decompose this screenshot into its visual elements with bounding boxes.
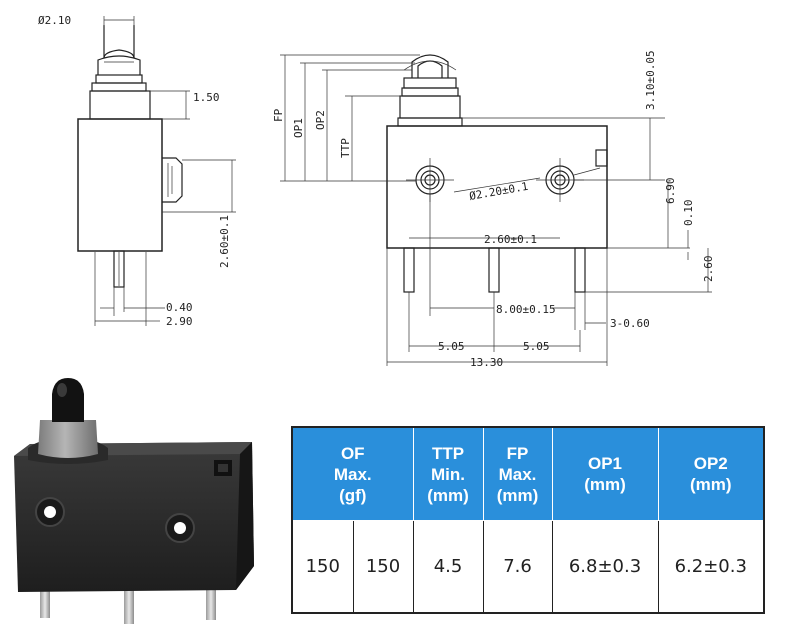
total-length-dim: 13.30 xyxy=(470,356,503,369)
terminal-pin xyxy=(40,578,50,618)
header-fp: FP Max. (mm) xyxy=(482,426,553,521)
header-ttp: TTP Min. (mm) xyxy=(412,426,484,521)
spec-value-row: 150 150 4.5 7.6 6.8±0.3 6.2±0.3 xyxy=(291,520,765,614)
hole-spacing-dim: 8.00±0.15 xyxy=(496,303,556,316)
terminal-pin xyxy=(124,582,134,624)
side-plunger-dia: Ø2.10 xyxy=(38,14,71,27)
value-fp: 7.6 xyxy=(482,520,553,614)
terminal-offset-dim: 0.10 xyxy=(682,200,695,227)
plunger-cap xyxy=(52,378,84,422)
pitch-right-dim: 5.05 xyxy=(523,340,550,353)
technical-drawing: Ø2.10 1.50 2.60±0.1 0.40 2.90 xyxy=(38,14,715,369)
op2-label: OP2 xyxy=(314,110,327,130)
spec-table: OF Max. (gf) TTP Min. (mm) FP Max. (mm) … xyxy=(291,426,766,614)
value-of-1: 150 xyxy=(291,520,354,614)
top-to-hole-dim: 3.10±0.05 xyxy=(644,50,657,110)
side-pin-width: 0.40 xyxy=(166,301,193,314)
spec-header-row: OF Max. (gf) TTP Min. (mm) FP Max. (mm) … xyxy=(291,426,765,521)
value-op2: 6.2±0.3 xyxy=(657,520,765,614)
plunger-sleeve xyxy=(38,420,98,458)
value-op1: 6.8±0.3 xyxy=(551,520,659,614)
hole-dia-dim: Ø2.20±0.1 xyxy=(468,180,529,203)
value-of-2: 150 xyxy=(352,520,414,614)
terminal-pin xyxy=(206,578,216,620)
switch-body xyxy=(14,442,254,592)
header-op1: OP1 (mm) xyxy=(551,426,659,521)
front-view: FP OP1 OP2 TTP 3.10±0.05 6.90 0.10 2.60 … xyxy=(272,50,715,369)
ttp-label: TTP xyxy=(339,138,352,158)
body-height-dim: 6.90 xyxy=(664,178,677,205)
side-cap-height: 1.50 xyxy=(193,91,220,104)
header-of: OF Max. (gf) xyxy=(291,426,414,521)
side-view: Ø2.10 1.50 2.60±0.1 0.40 2.90 xyxy=(38,14,236,328)
terminal-width-dim: 3-0.60 xyxy=(610,317,650,330)
hole-to-base-dim: 2.60±0.1 xyxy=(484,233,537,246)
side-body-width: 2.90 xyxy=(166,315,193,328)
pitch-left-dim: 5.05 xyxy=(438,340,465,353)
op1-label: OP1 xyxy=(292,118,305,138)
header-op2: OP2 (mm) xyxy=(657,426,765,521)
value-ttp: 4.5 xyxy=(412,520,484,614)
side-pin-to-edge: 2.60±0.1 xyxy=(218,215,231,268)
product-photo xyxy=(14,378,254,624)
terminal-len-dim: 2.60 xyxy=(702,256,715,283)
fp-label: FP xyxy=(272,108,285,122)
